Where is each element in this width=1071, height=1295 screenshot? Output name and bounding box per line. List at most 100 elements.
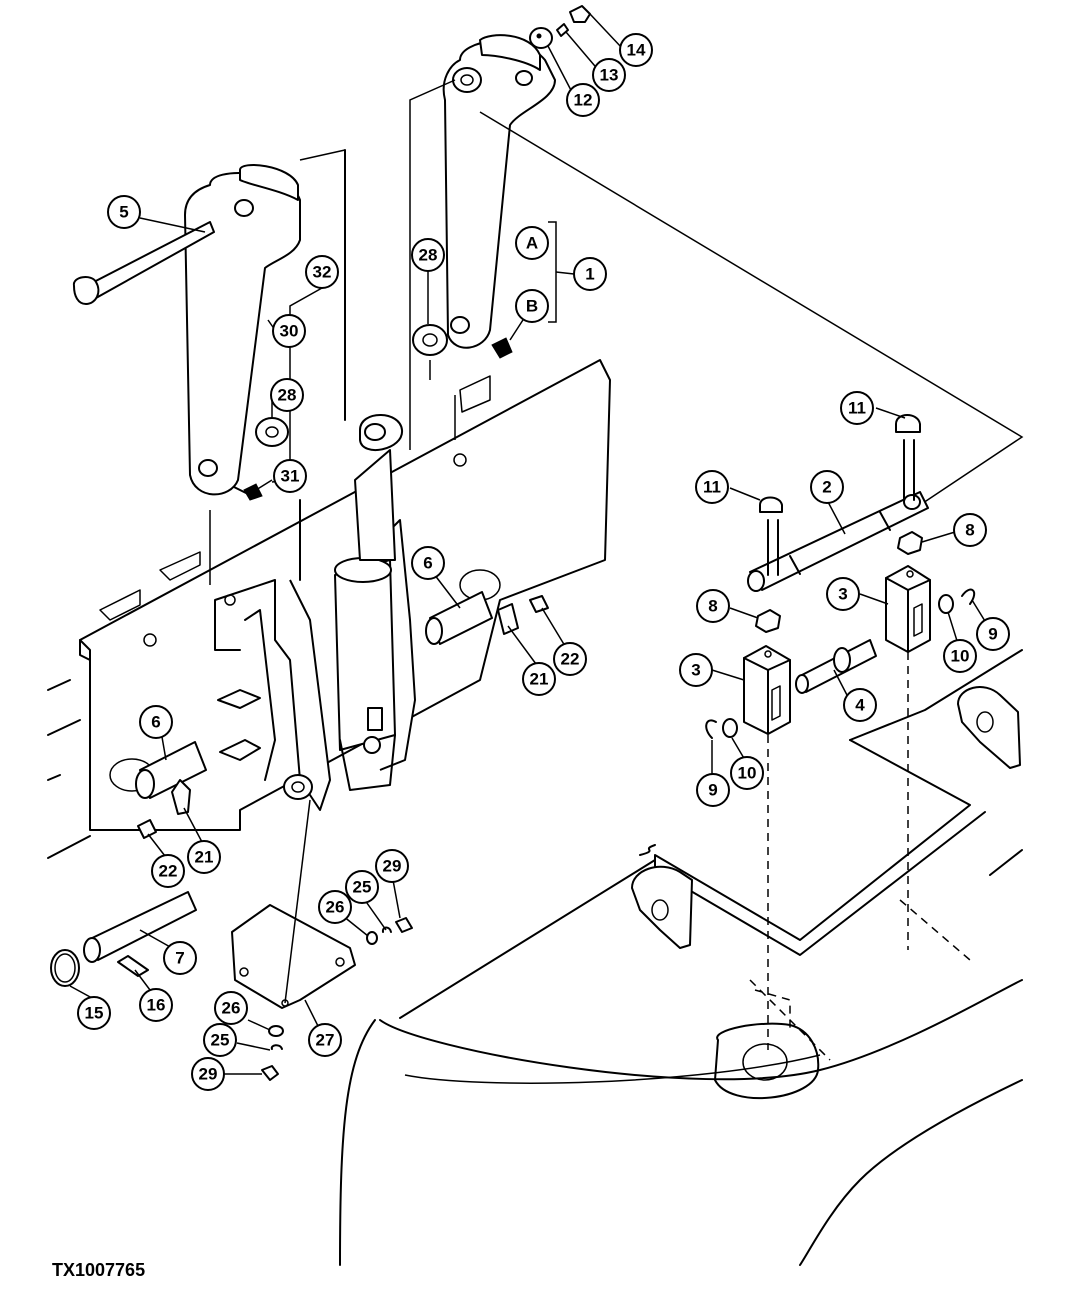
svg-text:13: 13 (600, 66, 619, 85)
pin-6-left (135, 741, 207, 839)
callout: B (515, 289, 549, 323)
pin-4 (795, 639, 877, 694)
callout: 28 (270, 378, 304, 412)
svg-text:3: 3 (691, 661, 700, 680)
svg-text:11: 11 (848, 399, 866, 418)
pin-5 (72, 221, 215, 305)
link-arm-1 (442, 34, 556, 359)
svg-text:A: A (526, 234, 538, 253)
svg-text:26: 26 (326, 898, 345, 917)
svg-text:11: 11 (703, 478, 721, 497)
svg-text:1: 1 (585, 265, 594, 284)
callout: 7 (163, 941, 197, 975)
callout: 22 (553, 642, 587, 676)
callout: 16 (139, 988, 173, 1022)
svg-text:10: 10 (738, 764, 757, 783)
svg-text:8: 8 (965, 521, 974, 540)
svg-text:22: 22 (561, 650, 580, 669)
svg-text:10: 10 (951, 647, 970, 666)
callout: A (515, 226, 549, 260)
callout: 2 (810, 470, 844, 504)
nuts-8 (755, 531, 923, 633)
svg-text:27: 27 (316, 1031, 335, 1050)
clevis-3-lower (705, 645, 791, 739)
callout: 26 (318, 890, 352, 924)
callout: 30 (272, 314, 306, 348)
svg-text:32: 32 (313, 263, 332, 282)
callout: 29 (191, 1057, 225, 1091)
callout: 13 (592, 58, 626, 92)
svg-text:31: 31 (281, 467, 300, 486)
pin-6-right (425, 591, 549, 645)
callout: 26 (214, 991, 248, 1025)
callout: 15 (77, 996, 111, 1030)
svg-text:30: 30 (280, 322, 299, 341)
callout: 21 (187, 840, 221, 874)
callout: 9 (976, 617, 1010, 651)
callout: 9 (696, 773, 730, 807)
callout: 21 (522, 662, 556, 696)
callout: 4 (843, 688, 877, 722)
counterweight (339, 649, 1023, 1266)
rod-2 (747, 414, 929, 592)
callout: 3 (826, 577, 860, 611)
callout: 22 (151, 854, 185, 888)
callout: 27 (308, 1023, 342, 1057)
svg-text:9: 9 (708, 781, 717, 800)
svg-text:16: 16 (147, 996, 166, 1015)
callout: 28 (411, 238, 445, 272)
figure-id: TX1007765 (52, 1260, 146, 1280)
callout: 3 (679, 653, 713, 687)
callout: 6 (411, 546, 445, 580)
clevis-3-upper (885, 565, 976, 653)
callout: 25 (345, 870, 379, 904)
svg-text:22: 22 (159, 862, 178, 881)
svg-text:4: 4 (855, 696, 865, 715)
cap-12-group (529, 5, 591, 49)
svg-text:29: 29 (199, 1065, 218, 1084)
svg-text:14: 14 (627, 41, 646, 60)
pin-7 (50, 891, 197, 987)
svg-text:26: 26 (222, 999, 241, 1018)
svg-text:5: 5 (119, 203, 128, 222)
callout: 32 (305, 255, 339, 289)
callout: 29 (375, 849, 409, 883)
link-arm-30 (184, 164, 301, 501)
guide-lines (209, 79, 1024, 585)
callout: 12 (566, 83, 600, 117)
svg-text:12: 12 (574, 91, 593, 110)
svg-text:8: 8 (708, 597, 717, 616)
dashed-projections (749, 652, 971, 1061)
svg-text:25: 25 (211, 1031, 230, 1050)
svg-text:2: 2 (822, 478, 831, 497)
callout: 25 (203, 1023, 237, 1057)
callout: 8 (696, 589, 730, 623)
cover-27 (231, 799, 413, 1081)
washer-28-upper (412, 324, 448, 356)
hydraulic-cylinder (334, 414, 404, 791)
svg-text:9: 9 (988, 625, 997, 644)
callout: 10 (730, 756, 764, 790)
svg-text:28: 28 (419, 246, 438, 265)
callout: 10 (943, 639, 977, 673)
svg-text:B: B (526, 297, 538, 316)
svg-text:21: 21 (195, 848, 214, 867)
callout: 31 (273, 459, 307, 493)
callout: 14 (619, 33, 653, 67)
svg-text:6: 6 (151, 713, 160, 732)
svg-text:29: 29 (383, 857, 402, 876)
callout: 1 (573, 257, 607, 291)
svg-text:28: 28 (278, 386, 297, 405)
callout: 8 (953, 513, 987, 547)
callout: 11 (840, 391, 874, 425)
svg-text:25: 25 (353, 878, 372, 897)
svg-text:3: 3 (838, 585, 847, 604)
svg-text:6: 6 (423, 554, 432, 573)
callout: 11 (695, 470, 729, 504)
svg-text:21: 21 (530, 670, 549, 689)
svg-text:7: 7 (175, 949, 184, 968)
callout: 6 (139, 705, 173, 739)
callout: 5 (107, 195, 141, 229)
svg-text:15: 15 (85, 1004, 104, 1023)
